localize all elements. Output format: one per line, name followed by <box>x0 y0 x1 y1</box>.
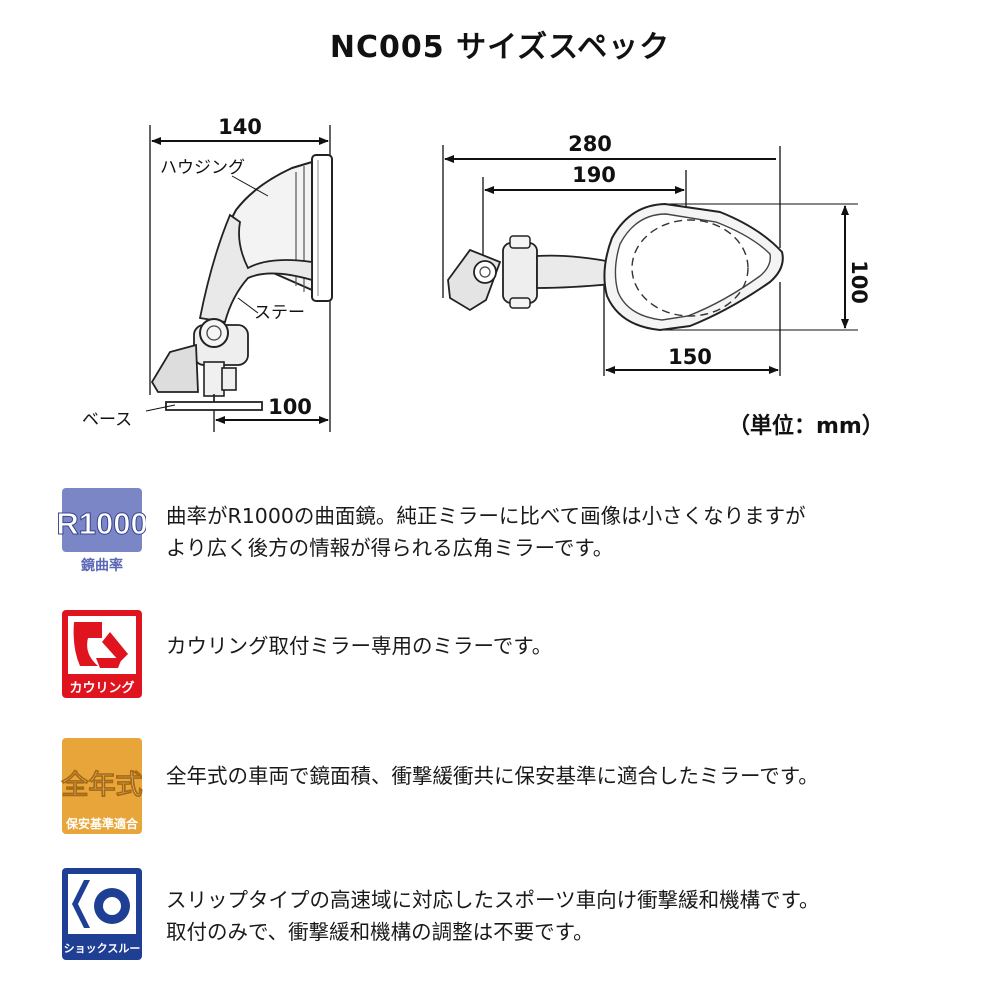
all-year-icon-title: 全年式 <box>61 769 143 801</box>
base-label: ベース <box>82 410 132 430</box>
feature-line: より広く後方の情報が得られる広角ミラーです。 <box>166 536 614 560</box>
feature-cowling-text: カウリング取付ミラー専用のミラーです。 <box>166 630 552 662</box>
size-spec-diagram: 140 100 ハウジング ステー ベース <box>82 115 871 432</box>
feature-line: カウリング取付ミラー専用のミラーです。 <box>166 634 553 658</box>
all-year-icon-caption: 保安基準適合 <box>65 816 139 831</box>
cowling-mount-icon: カウリング <box>62 610 142 698</box>
housing-label: ハウジング <box>160 158 245 178</box>
unit-label: （単位：mm） <box>728 414 884 439</box>
all-year-model-icon: 全年式 保安基準適合 <box>60 738 143 834</box>
feature-line: 曲率がR1000の曲面鏡。純正ミラーに比べて画像は小さくなりますが <box>166 504 806 528</box>
side-width-dim: 140 <box>218 115 262 139</box>
feature-line: 取付のみで、衝撃緩和機構の調整は不要です。 <box>166 920 594 944</box>
feature-all-year-text: 全年式の車両で鏡面積、衝撃緩衝共に保安基準に適合したミラーです。 <box>166 760 819 792</box>
feature-r1000: R1000 鏡曲率 曲率がR1000の曲面鏡。純正ミラーに比べて画像は小さくなり… <box>58 486 978 578</box>
feature-line: スリップタイプの高速域に対応したスポーツ車向け衝撃緩和機構です。 <box>166 888 820 912</box>
inner-length-dim: 190 <box>572 163 616 187</box>
stay-label: ステー <box>254 303 305 323</box>
shock-slip-icon-caption: ショックスルー <box>64 942 141 955</box>
feature-shock-slip-text: スリップタイプの高速域に対応したスポーツ車向け衝撃緩和機構です。 取付のみで、衝… <box>166 884 820 948</box>
page-title: NC005 サイズスペック <box>329 30 671 65</box>
feature-shock-slip: ショックスルー スリップタイプの高速域に対応したスポーツ車向け衝撃緩和機構です。… <box>58 866 978 962</box>
base-width-dim: 100 <box>268 395 312 419</box>
cowling-icon-caption: カウリング <box>69 680 134 696</box>
total-length-dim: 280 <box>568 132 612 156</box>
height-dim: 100 <box>847 260 871 304</box>
front-view-drawing: 280 190 150 100 <box>442 132 871 376</box>
shock-slip-icon: ショックスルー <box>62 868 142 960</box>
r1000-curvature-icon: R1000 鏡曲率 <box>58 488 146 574</box>
side-view-drawing: 140 100 ハウジング ステー ベース <box>82 115 333 432</box>
r1000-icon-title: R1000 <box>58 506 146 541</box>
mirror-width-dim: 150 <box>668 345 712 369</box>
feature-all-year: 全年式 保安基準適合 全年式の車両で鏡面積、衝撃緩衝共に保安基準に適合したミラー… <box>58 736 978 836</box>
feature-cowling: カウリング カウリング取付ミラー専用のミラーです。 <box>58 608 978 704</box>
feature-line: 全年式の車両で鏡面積、衝撃緩衝共に保安基準に適合したミラーです。 <box>166 764 819 788</box>
r1000-icon-caption: 鏡曲率 <box>81 557 123 574</box>
feature-r1000-text: 曲率がR1000の曲面鏡。純正ミラーに比べて画像は小さくなりますが より広く後方… <box>166 500 806 564</box>
